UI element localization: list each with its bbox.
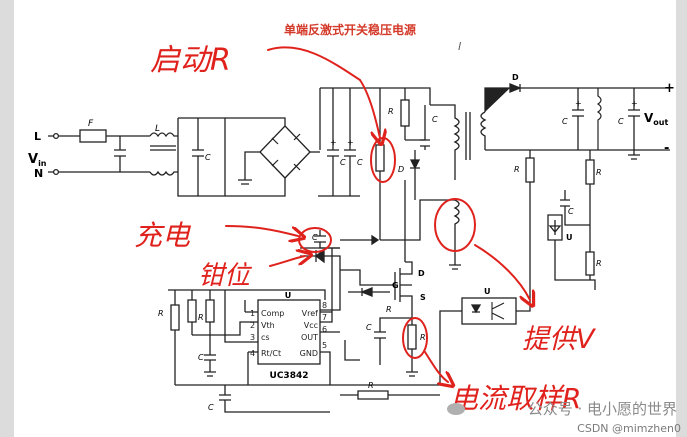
ic-right-pins: Vref 8 Vcc 7 OUT 6 GND 5 [300, 301, 327, 358]
ic-pin-4-name: Rt/Ct [261, 349, 281, 358]
primary-section [300, 87, 471, 377]
input-section [48, 117, 320, 197]
paper-sheet [14, 0, 676, 437]
cap-label-ic-2: C [208, 403, 214, 412]
cap-plus-out-1: + [575, 99, 582, 108]
cap-label-1: C [205, 153, 211, 162]
res-label-clamp: R [388, 107, 394, 116]
input-label-n: N [34, 167, 43, 180]
annotation-feedback: 提供V [522, 324, 597, 355]
cap-label-ic-1: C [198, 353, 204, 362]
cap-plus-2: + [347, 138, 354, 147]
res-label-gate: R [386, 305, 392, 314]
watermark-logo-icon [447, 403, 465, 415]
ic-pin-1-name: Comp [261, 309, 284, 318]
cap-label-charge: C [312, 233, 318, 242]
output-plus: + [664, 81, 675, 96]
annotation-charge: 充电 [134, 219, 192, 252]
vin-label: Vin [28, 152, 47, 168]
res-label-fb-3: R [596, 259, 602, 268]
res-label-fb-1: R [514, 165, 520, 174]
control-section [168, 248, 440, 413]
res-label-sense: R [420, 333, 426, 342]
ic-pin-6-name: OUT [301, 333, 318, 342]
annotation-startup: 启动R [150, 43, 231, 78]
res-label-fb-2: R [596, 168, 602, 177]
cap-label-out-1: C [562, 117, 568, 126]
cap-label-sense: C [366, 323, 372, 332]
ic-pin-4-num: 4 [250, 349, 255, 358]
mosfet-source: S [420, 293, 426, 302]
cap-label-clamp: C [432, 115, 438, 124]
bridge-rectifier [259, 125, 311, 179]
ic-pin-3-name: cs [261, 333, 270, 342]
ic-pin-2-num: 2 [250, 321, 255, 330]
res-label-ic-3: R [368, 381, 374, 390]
mosfet-gate: G [392, 281, 399, 290]
cap-label-out-2: C [618, 117, 624, 126]
res-label-ic-1: R [158, 309, 164, 318]
ic-pin-3-num: 3 [250, 333, 255, 342]
cap-label-bulk-2: C [357, 158, 363, 167]
output-diode-label: D [512, 73, 519, 82]
cap-label-fb: C [568, 207, 574, 216]
input-label-l: L [34, 130, 41, 143]
ic-pin-7-num: 7 [322, 313, 327, 322]
watermark-csdn: CSDN @mimzhen0 [577, 422, 681, 435]
ic-pin-2-name: Vth [261, 321, 275, 330]
mosfet-drain: D [418, 269, 425, 278]
ic-pin-6-num: 6 [322, 325, 327, 334]
diagram-title: 单端反激式开关稳压电源 [284, 22, 416, 37]
tl431-label: U [566, 233, 573, 242]
annotation-current-sense: 电流取样R [450, 382, 581, 415]
secondary-section [439, 83, 670, 385]
ic-left-pins: 1 Comp 2 Vth 3 cs 4 Rt/Ct [250, 309, 284, 358]
red-annotations [225, 46, 530, 382]
ic-pin-8-num: 8 [322, 301, 327, 310]
fuse-label: F [88, 119, 94, 129]
cap-plus-1: + [330, 138, 337, 147]
circle-aux-winding [434, 198, 476, 252]
circle-sense-resistor [402, 317, 428, 359]
choke-label: L [155, 124, 160, 134]
optocoupler [461, 297, 517, 325]
ic-pin-8-name: Vref [302, 309, 319, 318]
ic-pin-5-name: GND [300, 349, 318, 358]
watermark-main: 公众号 · 电小愿的世界 [527, 400, 677, 418]
uc3842-chip [257, 299, 321, 365]
diode-label-clamp: D [398, 165, 404, 174]
ic-pin-7-name: Vcc [304, 321, 318, 330]
output-minus: - [664, 141, 669, 156]
annotation-clamp: 钳位 [198, 261, 253, 291]
res-label-ic-2: R [198, 313, 204, 322]
ic-part-number: UC3842 [270, 371, 309, 381]
cap-plus-out-2: + [631, 99, 638, 108]
ic-pin-1-num: 1 [250, 309, 255, 318]
ic-pin-5-num: 5 [322, 341, 327, 350]
optocoupler-label: U [484, 287, 491, 296]
ic-header-label: U [285, 291, 292, 300]
vout-label: Vout [644, 111, 668, 127]
stray-mark: l [458, 40, 461, 53]
cap-label-bulk-1: C [340, 158, 346, 167]
